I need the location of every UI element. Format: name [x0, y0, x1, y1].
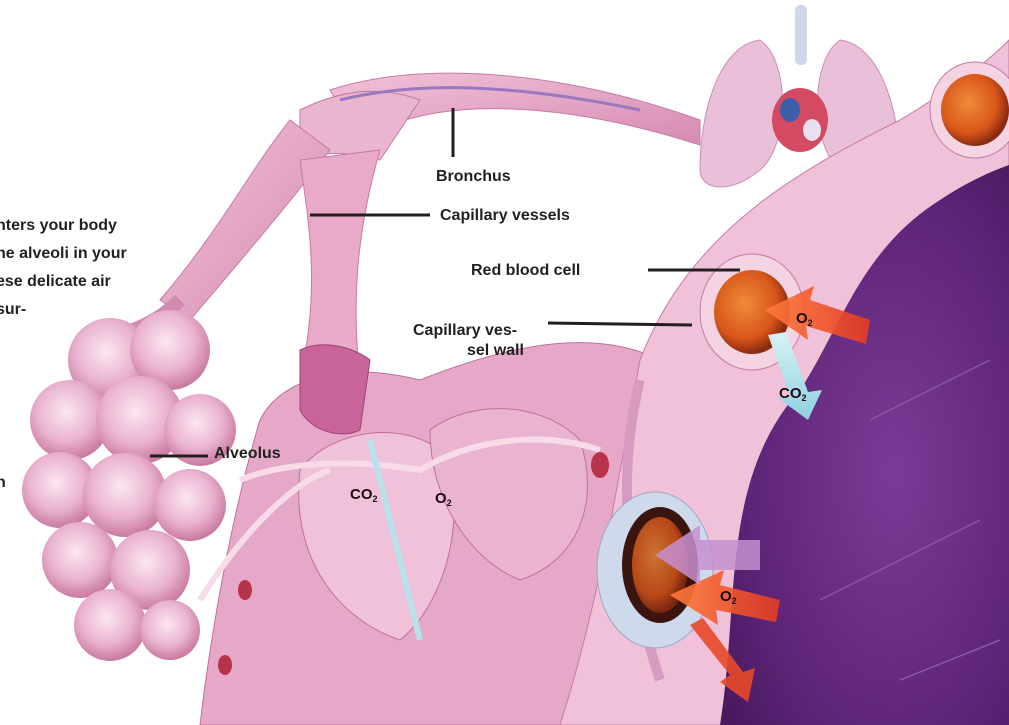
label-capillary-wall-line1: Capillary ves- [413, 320, 517, 342]
gas-label-o2-alveolus: O2 [435, 490, 452, 508]
capillary-wall-leader [548, 323, 692, 325]
label-red-blood-cell: Red blood cell [471, 260, 580, 282]
paragraph-line: nters your body [0, 215, 117, 237]
paragraph-line: he alveoli in your [0, 243, 127, 265]
label-capillary-vessels: Capillary vessels [440, 205, 570, 227]
gas-label-co2-alveolus: CO2 [350, 486, 378, 504]
label-capillary-wall-line2: sel wall [467, 340, 524, 362]
label-alveolus: Alveolus [214, 443, 281, 465]
label-bronchus: Bronchus [436, 166, 511, 188]
paragraph-line: sur- [0, 299, 26, 321]
paragraph-line: n [0, 472, 6, 494]
gas-label-o2-lower: O2 [720, 588, 737, 606]
gas-label-o2-upper: O2 [796, 310, 813, 328]
paragraph-line: ese delicate air [0, 271, 111, 293]
alveolus-cluster [22, 310, 236, 661]
gas-label-co2-upper: CO2 [779, 385, 807, 403]
